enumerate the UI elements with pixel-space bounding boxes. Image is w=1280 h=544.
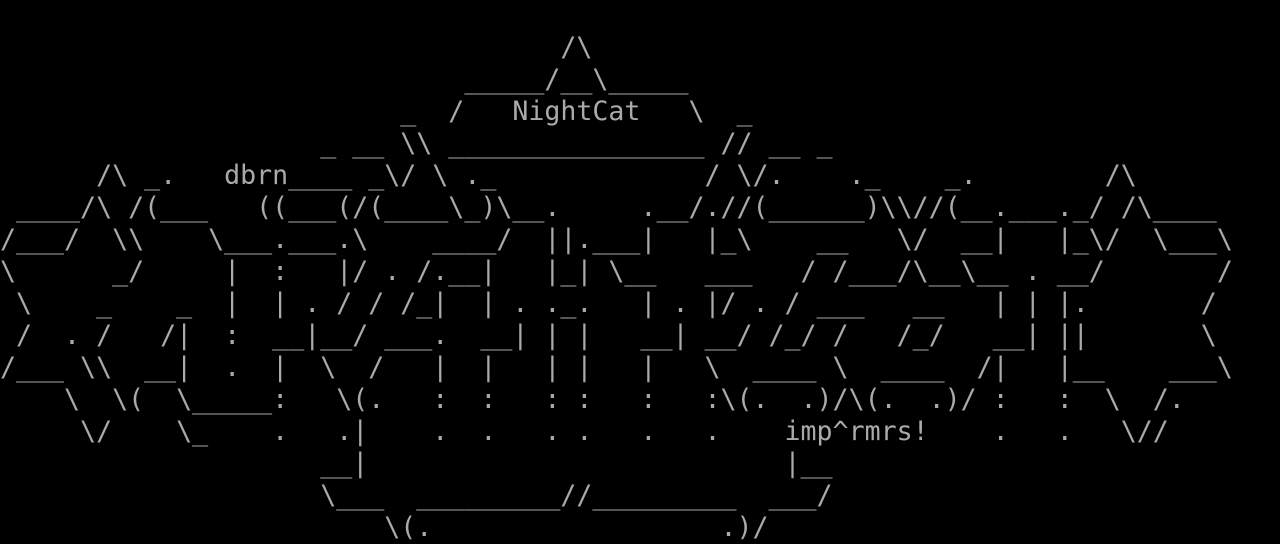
ascii-art-signature-line: /\ _. dbrn____ _\/ \ ._ / \/. ._ _. /\ [0,160,1137,191]
ascii-art-line: _ __ \\ ________________ // __ _ [0,128,833,159]
ascii-art-line: ____/\ /(___ ((___(/(____\_)\__. .__/.//… [0,192,1217,223]
ascii-art-title-line: _ / NightCat \ _ [0,96,753,127]
ascii-art-line: \ _ _ | | . / / /_| | . ._. | . |/ . / _… [0,288,1217,319]
ascii-art-line: \ \( \_____: \(. : : : : : :\(. .)/\(. .… [0,384,1185,415]
ascii-art-line: \ _/ | : |/ . /.__| |_| \__ ___ / /___/\… [0,256,1233,287]
ascii-art-line: \___ _________//_________ ___/ [0,480,833,511]
ascii-art-line: _____/__\_____ [0,64,689,95]
ascii-art-line [0,0,1280,32]
ascii-art-line: /___/ \\ \___.___.\ ____/ ||.___| |_\ __… [0,224,1233,255]
ascii-art-line: /___ \\ __| . | \ / | | | | | \ ____ \ _… [0,352,1233,383]
ascii-art-line: __| |__ [0,448,833,479]
ascii-art-signature-line: \/ \_ . .| . . . . . . imp^rmrs! . . \// [0,416,1169,447]
ascii-art-line: /\ [0,32,593,63]
ascii-art-line: \(. .)/ [0,512,769,543]
ascii-art-line: / . / /| : __|__/ ___. __| | | __| __/ /… [0,320,1217,351]
